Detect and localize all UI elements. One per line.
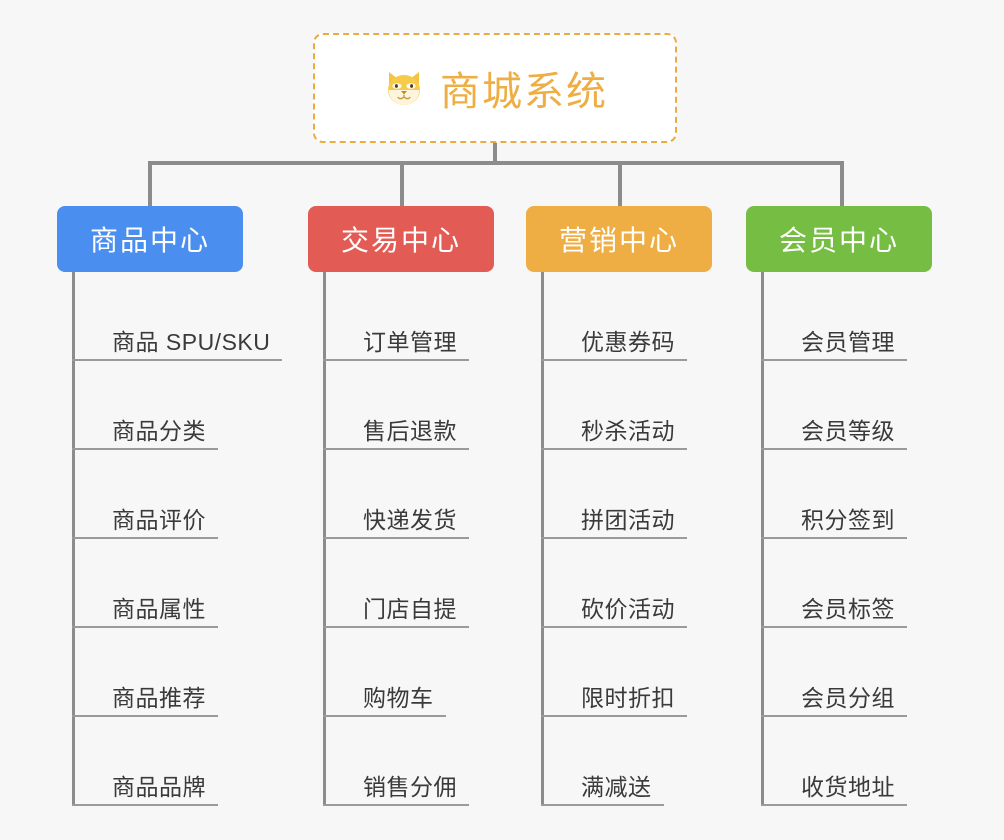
leaf-underline bbox=[72, 448, 218, 450]
leaf-item[interactable]: 商品品牌 bbox=[72, 717, 218, 806]
category-box-2[interactable]: 交易中心 bbox=[308, 206, 494, 272]
leaf-label: 订单管理 bbox=[363, 328, 457, 355]
category-box-4[interactable]: 会员中心 bbox=[746, 206, 932, 272]
leaf-label: 积分签到 bbox=[801, 506, 895, 533]
category-box-3[interactable]: 营销中心 bbox=[526, 206, 712, 272]
leaf-underline bbox=[72, 537, 218, 539]
leaf-underline bbox=[761, 715, 907, 717]
leaf-item[interactable]: 销售分佣 bbox=[323, 717, 469, 806]
leaf-label: 会员等级 bbox=[801, 417, 895, 444]
leaf-item[interactable]: 商品推荐 bbox=[72, 628, 218, 717]
drop-connector-2 bbox=[400, 161, 404, 206]
leaf-item[interactable]: 优惠券码 bbox=[541, 272, 687, 361]
leaf-label: 商品品牌 bbox=[112, 773, 206, 800]
branch-spine-1 bbox=[72, 272, 75, 806]
leaf-item[interactable]: 购物车 bbox=[323, 628, 446, 717]
leaf-item[interactable]: 门店自提 bbox=[323, 539, 469, 628]
leaf-underline bbox=[541, 537, 687, 539]
leaf-item[interactable]: 会员分组 bbox=[761, 628, 907, 717]
leaf-label: 秒杀活动 bbox=[581, 417, 675, 444]
leaf-label: 购物车 bbox=[363, 684, 434, 711]
root-node[interactable]: 商城系统 bbox=[313, 33, 677, 143]
leaf-label: 商品分类 bbox=[112, 417, 206, 444]
leaf-item[interactable]: 商品分类 bbox=[72, 361, 218, 450]
leaf-item[interactable]: 积分签到 bbox=[761, 450, 907, 539]
leaf-label: 会员分组 bbox=[801, 684, 895, 711]
leaf-item[interactable]: 商品 SPU/SKU bbox=[72, 272, 282, 361]
root-stem-connector bbox=[493, 143, 497, 164]
branch-spine-3 bbox=[541, 272, 544, 806]
leaf-label: 拼团活动 bbox=[581, 506, 675, 533]
leaf-underline bbox=[323, 359, 469, 361]
leaf-label: 商品评价 bbox=[112, 506, 206, 533]
leaf-item[interactable]: 砍价活动 bbox=[541, 539, 687, 628]
leaf-underline bbox=[323, 626, 469, 628]
leaf-label: 门店自提 bbox=[363, 595, 457, 622]
branch-spine-4 bbox=[761, 272, 764, 806]
root-title: 商城系统 bbox=[440, 70, 608, 114]
leaf-underline bbox=[323, 448, 469, 450]
branch-spine-2 bbox=[323, 272, 326, 806]
leaf-underline bbox=[761, 448, 907, 450]
leaf-item[interactable]: 拼团活动 bbox=[541, 450, 687, 539]
leaf-underline bbox=[72, 804, 218, 806]
drop-connector-1 bbox=[148, 161, 152, 206]
leaf-item[interactable]: 会员管理 bbox=[761, 272, 907, 361]
leaf-underline bbox=[541, 626, 687, 628]
leaf-underline bbox=[541, 804, 664, 806]
leaf-underline bbox=[541, 359, 687, 361]
category-label-4: 会员中心 bbox=[778, 225, 899, 256]
leaf-label: 售后退款 bbox=[363, 417, 457, 444]
category-box-1[interactable]: 商品中心 bbox=[57, 206, 243, 272]
leaf-underline bbox=[323, 804, 469, 806]
leaf-label: 销售分佣 bbox=[363, 773, 457, 800]
leaf-label: 收货地址 bbox=[801, 773, 895, 800]
leaf-underline bbox=[72, 715, 218, 717]
leaf-label: 限时折扣 bbox=[581, 684, 675, 711]
leaf-label: 会员标签 bbox=[801, 595, 895, 622]
leaf-underline bbox=[323, 537, 469, 539]
leaf-item[interactable]: 售后退款 bbox=[323, 361, 469, 450]
leaf-item[interactable]: 商品评价 bbox=[72, 450, 218, 539]
category-label-3: 营销中心 bbox=[558, 225, 679, 256]
leaf-label: 砍价活动 bbox=[581, 595, 675, 622]
leaf-label: 商品推荐 bbox=[112, 684, 206, 711]
leaf-item[interactable]: 秒杀活动 bbox=[541, 361, 687, 450]
leaf-item[interactable]: 订单管理 bbox=[323, 272, 469, 361]
leaf-underline bbox=[541, 715, 687, 717]
leaf-item[interactable]: 会员等级 bbox=[761, 361, 907, 450]
leaf-underline bbox=[541, 448, 687, 450]
drop-connector-3 bbox=[618, 161, 622, 206]
trunk-bar-connector bbox=[148, 161, 844, 165]
dog-face-icon bbox=[382, 66, 426, 110]
leaf-item[interactable]: 会员标签 bbox=[761, 539, 907, 628]
drop-connector-4 bbox=[840, 161, 844, 206]
leaf-underline bbox=[761, 626, 907, 628]
leaf-underline bbox=[761, 537, 907, 539]
category-label-2: 交易中心 bbox=[340, 225, 461, 256]
leaf-underline bbox=[761, 804, 907, 806]
leaf-label: 优惠券码 bbox=[581, 328, 675, 355]
leaf-underline bbox=[761, 359, 907, 361]
category-label-1: 商品中心 bbox=[89, 225, 210, 256]
leaf-underline bbox=[72, 626, 218, 628]
leaf-underline bbox=[323, 715, 446, 717]
leaf-underline bbox=[72, 359, 282, 361]
leaf-label: 商品属性 bbox=[112, 595, 206, 622]
leaf-item[interactable]: 满减送 bbox=[541, 717, 664, 806]
leaf-label: 满减送 bbox=[581, 773, 652, 800]
leaf-item[interactable]: 商品属性 bbox=[72, 539, 218, 628]
leaf-label: 会员管理 bbox=[801, 328, 895, 355]
leaf-item[interactable]: 快递发货 bbox=[323, 450, 469, 539]
leaf-item[interactable]: 限时折扣 bbox=[541, 628, 687, 717]
leaf-label: 快递发货 bbox=[363, 506, 457, 533]
leaf-item[interactable]: 收货地址 bbox=[761, 717, 907, 806]
leaf-label: 商品 SPU/SKU bbox=[112, 328, 271, 355]
